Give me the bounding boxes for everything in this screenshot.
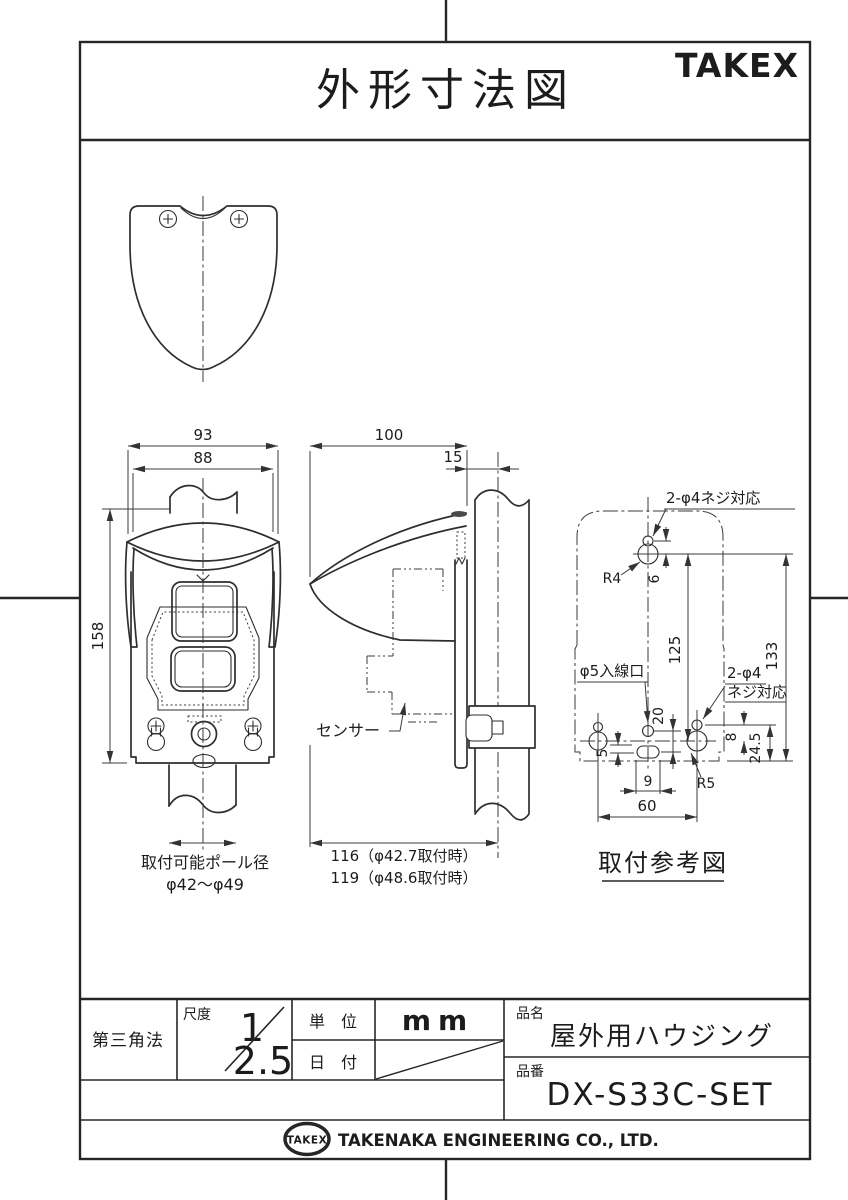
part-number-label: 品番 — [516, 1064, 544, 1080]
strap-screw — [451, 511, 467, 517]
cover-screw-right — [229, 209, 249, 229]
top-cover-view — [129, 196, 278, 382]
date-blank-slash — [375, 1040, 504, 1080]
company-footer: TAKEX TAKENAKA ENGINEERING CO., LTD. — [283, 1121, 659, 1157]
product-name-value: 屋外用ハウジング — [550, 1022, 774, 1052]
brand-logo-text: TAKEX — [675, 46, 799, 85]
company-name: TAKENAKA ENGINEERING CO., LTD. — [338, 1131, 659, 1150]
label-screw-top: 2-φ4ネジ対応 — [666, 489, 760, 507]
sensor-label: センサー — [316, 721, 380, 740]
dim-133: 133 — [763, 642, 781, 671]
label-entry-hole: φ5入線口 — [580, 662, 644, 680]
scale-label: 尺度 — [183, 1007, 211, 1023]
projection-label: 第三角法 — [92, 1031, 164, 1051]
scale-slash — [224, 1006, 285, 1072]
dim-9: 9 — [644, 774, 653, 790]
plate-outline-upper — [576, 510, 724, 645]
pole-clamp — [465, 705, 536, 749]
product-name-label: 品名 — [516, 1006, 544, 1022]
label-r5: R5 — [697, 776, 716, 792]
pole-top — [169, 484, 238, 514]
dim-93: 93 — [193, 426, 212, 444]
screw-left — [146, 717, 166, 752]
mount-plate-side — [451, 511, 468, 769]
company-logo-icon — [283, 1121, 331, 1157]
dim-100: 100 — [375, 426, 404, 444]
dim-158: 158 — [89, 622, 107, 651]
pole-side — [474, 489, 530, 821]
company-logo-text: TAKEX — [287, 1135, 327, 1147]
hood-side — [309, 512, 467, 642]
dim-116: 116（φ42.7取付時） — [331, 847, 478, 865]
label-screw-right-1: 2-φ4 — [727, 664, 761, 682]
date-label: 日 付 — [309, 1053, 357, 1072]
dim-15: 15 — [443, 448, 462, 466]
keyhole-top — [633, 535, 663, 565]
keyhole-right — [686, 710, 708, 760]
page-title: 外形寸法図 — [316, 65, 576, 116]
center-knob — [187, 715, 222, 769]
dim-60: 60 — [637, 797, 656, 815]
label-r4: R4 — [603, 571, 622, 587]
keyhole-left — [588, 713, 608, 758]
dim-20: 20 — [651, 707, 667, 725]
dim-6: 6 — [647, 574, 663, 583]
dim-125: 125 — [666, 636, 684, 665]
title-block: 第三角法 尺度 1 2.5 単 位 mm 日 付 品名 屋外用ハウジング 品番 … — [80, 997, 810, 1157]
unit-label: 単 位 — [309, 1012, 357, 1031]
screw-right — [243, 717, 263, 752]
inner-panel — [146, 606, 260, 711]
label-screw-right-2: ネジ対応 — [727, 683, 787, 701]
header: 外形寸法図 TAKEX — [316, 46, 799, 116]
dim-88: 88 — [193, 449, 212, 467]
mount-reference-view: 6 125 133 20 5 — [574, 489, 795, 882]
plate-outline-lower — [574, 644, 725, 762]
mount-view-title: 取付参考図 — [598, 849, 728, 877]
pole-note-1: 取付可能ポール径 — [141, 853, 269, 872]
scale-denominator: 2.5 — [233, 1039, 293, 1083]
dim-24-5: 24.5 — [748, 732, 764, 763]
window-upper — [171, 581, 238, 642]
part-number-value: DX-S33C-SET — [547, 1077, 774, 1113]
sensor-hidden-outline — [366, 568, 452, 723]
entry-hole — [636, 724, 660, 759]
front-view: 93 88 158 — [89, 426, 282, 894]
dim-8: 8 — [724, 733, 740, 742]
cover-screw-left — [158, 209, 178, 229]
dim-119: 119（φ48.6取付時） — [331, 869, 478, 887]
unit-value: mm — [402, 1004, 474, 1037]
pole-note-2: φ42～φ49 — [166, 875, 244, 894]
dim-5: 5 — [595, 749, 611, 758]
side-view: 100 15 — [309, 426, 536, 887]
